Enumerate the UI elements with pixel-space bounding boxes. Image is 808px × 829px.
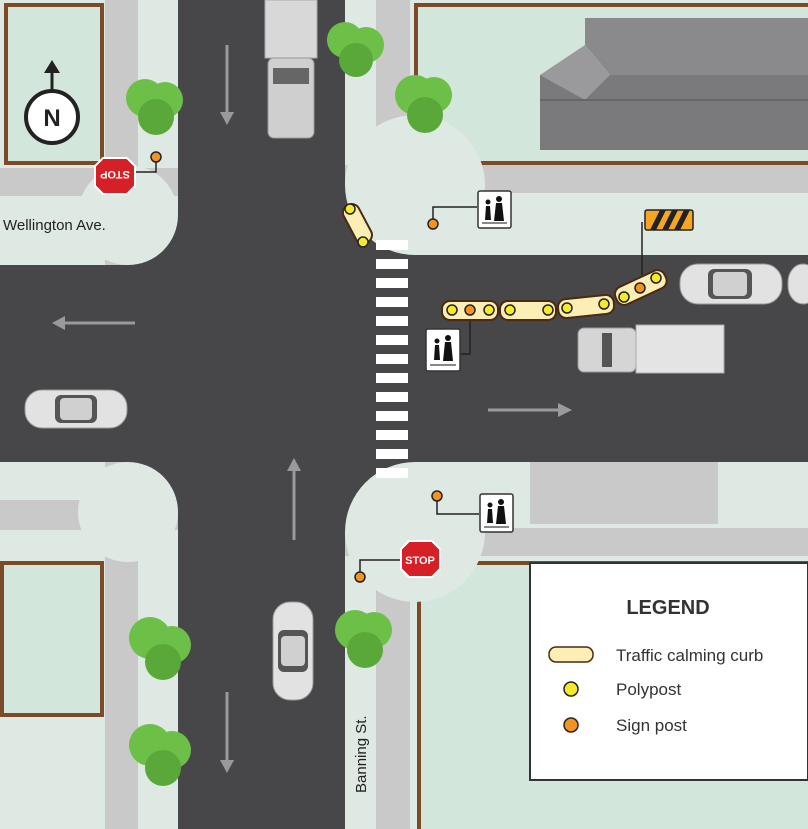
- polypost: [357, 236, 369, 248]
- polypost: [504, 304, 516, 316]
- arrow-left-icon: [52, 316, 135, 330]
- arrow-down-icon: [220, 692, 234, 773]
- legend-signpost-swatch: [563, 717, 579, 733]
- legend-curb-swatch: [548, 646, 594, 663]
- legend: LEGEND Traffic calming curb Polypost Sig…: [529, 562, 808, 781]
- crosswalk: [376, 240, 408, 478]
- tree: [327, 22, 384, 77]
- stop-sign-top-left: STOP: [94, 157, 136, 195]
- school-crossing-sign-icon: [479, 493, 514, 533]
- hazard-marker-sign-icon: [644, 209, 694, 231]
- polypost: [650, 272, 662, 284]
- tree: [335, 610, 392, 668]
- legend-item-label: Sign post: [616, 716, 687, 735]
- car-bottom: [272, 601, 314, 701]
- sign-post: [431, 490, 443, 502]
- legend-title: LEGEND: [626, 597, 709, 619]
- tree: [395, 75, 452, 133]
- polypost: [483, 304, 495, 316]
- curb-corners: [78, 115, 485, 602]
- legend-polypost-swatch: [563, 681, 579, 697]
- polypost: [344, 203, 356, 215]
- posts: [150, 151, 662, 583]
- sign-post: [427, 218, 439, 230]
- sign-post: [464, 304, 476, 316]
- polypost: [446, 304, 458, 316]
- legend-item-label: Polypost: [616, 680, 681, 699]
- street-label-wellington: Wellington Ave.: [3, 217, 106, 234]
- trees: [126, 22, 452, 786]
- polypost: [561, 302, 573, 314]
- car-left: [24, 389, 128, 429]
- polypost: [618, 291, 630, 303]
- stop-sign-text: STOP: [405, 555, 435, 567]
- sign-post: [634, 282, 646, 294]
- stop-sign-text: STOP: [100, 168, 130, 180]
- truck-top: [264, 0, 318, 139]
- tree: [129, 617, 191, 680]
- arrow-right-icon: [488, 403, 572, 417]
- traffic-calming-curb: [499, 300, 557, 321]
- tree: [126, 79, 183, 135]
- traffic-arrows: [52, 45, 572, 773]
- house: [540, 18, 808, 150]
- stop-sign-bottom: STOP: [400, 540, 441, 578]
- arrow-down-icon: [220, 45, 234, 125]
- polypost: [542, 304, 554, 316]
- truck-right: [577, 324, 725, 374]
- street-label-banning: Banning St.: [353, 715, 370, 793]
- arrow-up-icon: [287, 458, 301, 540]
- car-right: [679, 263, 808, 305]
- school-crossing-sign-icon: [425, 328, 461, 372]
- lot-bottom-left: [0, 561, 104, 717]
- polypost: [598, 298, 610, 310]
- sign-post: [150, 151, 162, 163]
- school-crossing-sign-icon: [477, 190, 512, 229]
- sign-post: [354, 571, 366, 583]
- north-compass-icon: N: [24, 60, 80, 145]
- legend-item-label: Traffic calming curb: [616, 646, 763, 665]
- compass-label: N: [43, 105, 60, 132]
- tree: [129, 724, 191, 786]
